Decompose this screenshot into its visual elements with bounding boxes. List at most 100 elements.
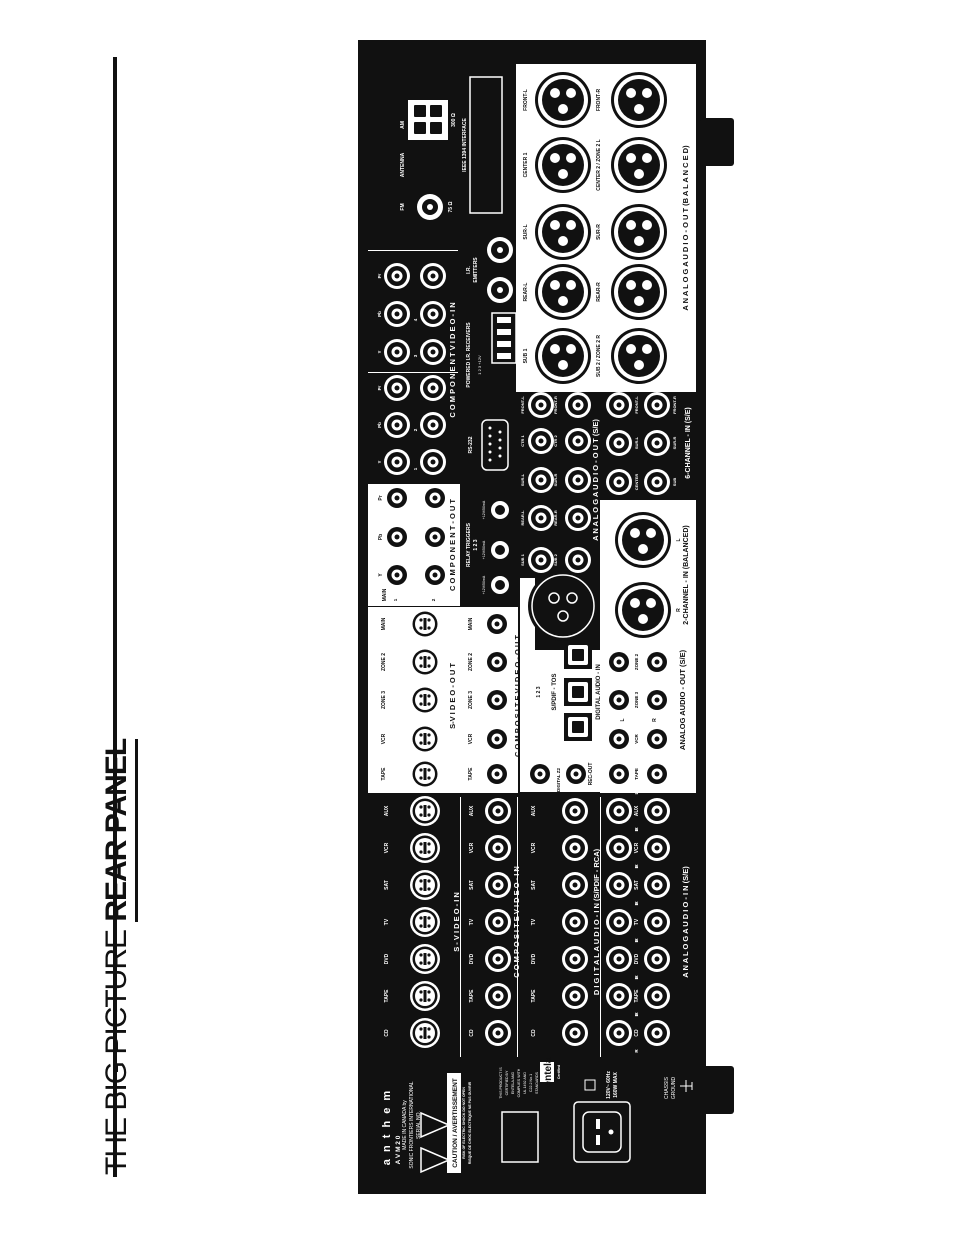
xlr-out-label: FRONT-R — [596, 89, 602, 112]
lr-label: R — [634, 938, 639, 942]
input-label-svideo: SAT — [384, 880, 390, 890]
spdif-tos-label: S/PDIF - TOS — [552, 674, 558, 711]
analog-in-l-jack — [606, 909, 632, 935]
component-in-jack — [384, 339, 410, 365]
composite-out-label: VCR — [468, 733, 474, 744]
xlr-out-label: FRONT-L — [523, 89, 529, 111]
certification-text: COMPLIES WITH — [517, 1068, 521, 1097]
input-label-composite: TV — [469, 918, 475, 925]
composite-out-label: ZONE 2 — [468, 653, 474, 671]
relay-spec: +12V/50mA — [482, 500, 486, 519]
ieee-1394-plate — [469, 76, 503, 214]
analog-out-se-heading: ANALOG AUDIO - OUT (S/E) — [678, 649, 687, 750]
ac-inlet-socket — [582, 1111, 622, 1153]
lr-label: R — [634, 1049, 639, 1053]
analog-out-se-l-jack — [606, 761, 632, 787]
input-label-analog: TAPE — [634, 989, 640, 1003]
composite-in-jack — [485, 798, 511, 824]
analog-out-se-l-jack — [606, 687, 632, 713]
composite-out-label: TAPE — [468, 767, 474, 781]
ir-emitter-jack-center — [497, 247, 503, 253]
component-row-label: 1 — [413, 467, 418, 470]
input-label-composite: TAPE — [469, 989, 475, 1003]
am-label: AM — [400, 121, 406, 129]
xlr-out-label: CENTER 2 / ZONE 2 L — [596, 139, 602, 190]
serial-plate — [501, 1111, 539, 1163]
composite-out-label: MAIN — [468, 617, 474, 630]
digital-z2-label: DIGITAL Z2 — [556, 767, 561, 792]
analog-in-r-jack — [644, 909, 670, 935]
ieee-1394-label: IEEE 1394 INTERFACE — [462, 118, 468, 172]
xlr-out-label: REAR-L — [523, 283, 529, 302]
digital-in-jack — [562, 872, 588, 898]
input-label-digital: TAPE — [531, 989, 537, 1003]
component-in-jack — [384, 375, 410, 401]
ac-inlet-frame — [573, 1101, 631, 1163]
xlr-out-jack — [607, 133, 671, 197]
analog-out-rca-jack — [565, 547, 591, 573]
input-label-composite: AUX — [469, 805, 475, 816]
analog-in-r-jack — [644, 946, 670, 972]
rec-out-jack — [563, 761, 589, 787]
component-row-label: 2 — [431, 598, 436, 601]
rs232-pin — [488, 458, 492, 462]
relay-numbers: 1 2 3 — [473, 539, 479, 550]
rs232-pin — [488, 426, 492, 430]
rs232-pin — [488, 442, 492, 446]
six-channel-in-jack — [606, 430, 632, 456]
lr-label: R — [652, 718, 658, 722]
input-label-svideo: VCR — [384, 842, 390, 853]
ir-receiver-terminal — [491, 312, 517, 364]
analog-in-l-jack — [606, 946, 632, 972]
antenna-label: ANTENNA — [400, 152, 406, 177]
composite-out-heading: C O M P O S I T E V I D E O - O U T — [513, 635, 522, 757]
svideo-in-jack — [410, 907, 440, 937]
xlr-out-jack — [607, 324, 671, 388]
relay-jack-inner — [495, 505, 505, 515]
ir-pins-label: 1 2 3 +12V — [477, 355, 482, 375]
xlr-out-label: SUR-R — [596, 224, 602, 240]
analog-in-l-jack — [606, 872, 632, 898]
caution-box — [447, 1073, 461, 1173]
toslink-input-3 — [564, 641, 592, 669]
analog-out-rca-label: SUB 2 — [553, 553, 558, 566]
xlr-out-label: SUB 1 — [523, 348, 529, 363]
svideo-out-jack — [410, 724, 440, 754]
composite-in-heading: C O M P O S I T E V I D E O - I N — [512, 866, 521, 978]
digital-in-jack — [562, 909, 588, 935]
caution-line: RISK OF ELECTRIC SHOCK DO NOT OPEN — [462, 1087, 466, 1159]
input-label-svideo: TV — [384, 918, 390, 925]
analog-out-rca-jack — [565, 505, 591, 531]
analog-out-se-r-jack — [644, 649, 670, 675]
svideo-out-label: ZONE 3 — [381, 691, 387, 709]
power-rating: 160W MAX — [613, 1072, 619, 1098]
serial-label: SERIAL NO. — [416, 1111, 422, 1139]
divider-line — [460, 797, 461, 1057]
lr-label: R — [676, 608, 682, 612]
component-row-label: 2 — [413, 428, 418, 431]
fm-label: FM — [400, 203, 406, 210]
certification-text: C22.2 No.1 — [529, 1074, 533, 1092]
svideo-out-jack — [410, 609, 440, 639]
digital-in-jack — [562, 1020, 588, 1046]
divider-line — [368, 250, 458, 251]
vertical-rule — [113, 57, 117, 1177]
input-label-digital: AUX — [531, 805, 537, 816]
caution-label: CAUTION / AVERTISSEMENT — [452, 1078, 459, 1168]
analog-in-l-jack — [606, 983, 632, 1009]
component-out-label: Y — [378, 573, 384, 577]
analog-in-heading: A N A L O G A U D I O - I N (S/E) — [681, 866, 690, 978]
relay-spec: +12V/50mA — [482, 540, 486, 559]
svideo-out-jack — [410, 647, 440, 677]
analog-in-r-jack — [644, 872, 670, 898]
analog-out-se-r-jack — [644, 726, 670, 752]
am-terminal-clip — [430, 122, 442, 134]
xlr-out-label: SUR-L — [523, 224, 529, 239]
component-out-2-jack — [422, 524, 448, 550]
ac-pin — [596, 1119, 600, 1129]
component-in-jack — [420, 339, 446, 365]
analog-out-se-label: TAPE — [634, 768, 639, 780]
component-in-jack — [420, 375, 446, 401]
component-out-heading: C O M P O N E N T - O U T — [448, 499, 457, 591]
digital-audio-in-heading: DIGITAL AUDIO - IN — [596, 664, 602, 720]
